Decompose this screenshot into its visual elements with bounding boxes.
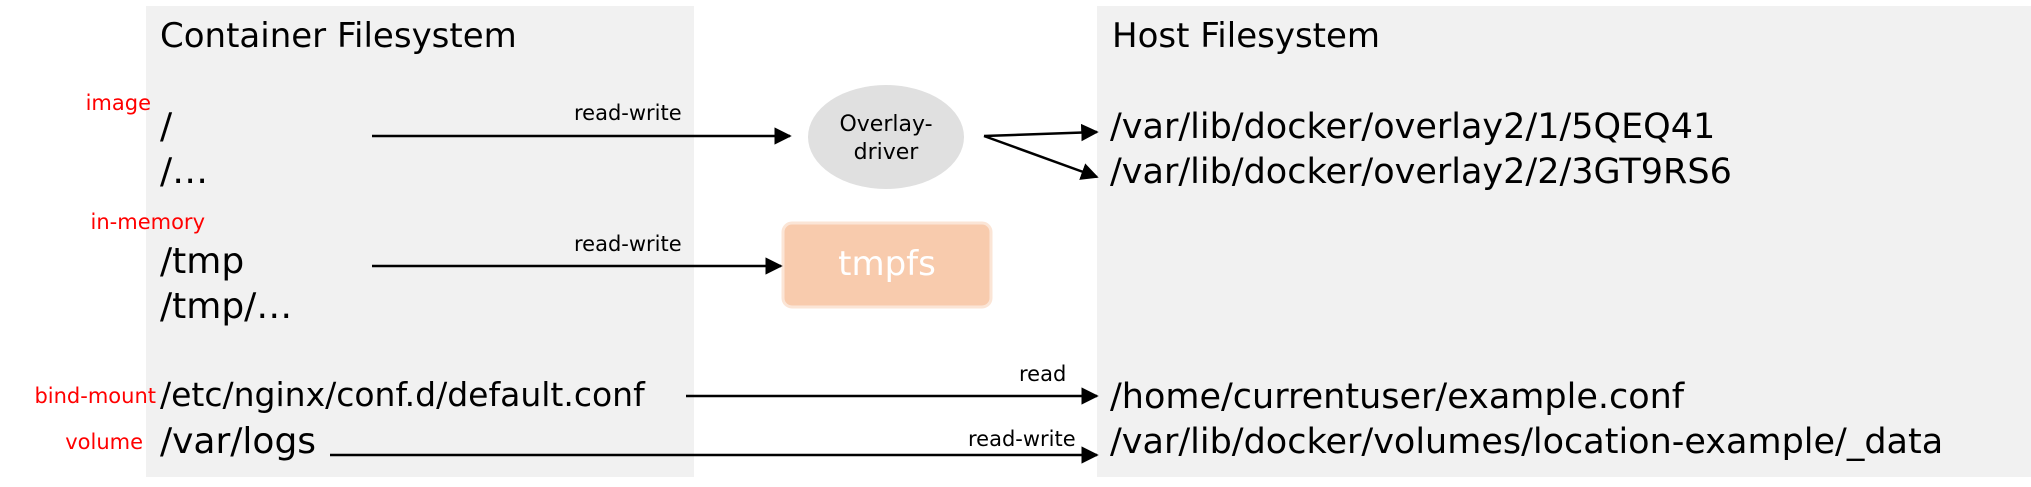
arrow-overlay-to-layer-2	[983, 134, 1099, 180]
host-filesystem-title: Host Filesystem	[1112, 16, 1381, 56]
container-path-tmp-sub: /tmp/…	[160, 286, 293, 327]
container-path-nginx-conf: /etc/nginx/conf.d/default.conf	[160, 375, 645, 414]
overlay-driver-label: Overlay- driver	[808, 111, 964, 167]
edge-label-volume-read-write: read-write	[968, 427, 1076, 451]
container-path-root-sub: /…	[160, 151, 209, 192]
host-path-example-conf: /home/currentuser/example.conf	[1110, 377, 1685, 417]
edge-label-tmp-read-write: read-write	[574, 232, 682, 256]
container-path-var-logs: /var/logs	[160, 421, 317, 462]
edge-label-bind-read: read	[1019, 362, 1067, 386]
container-path-tmp: /tmp	[160, 241, 245, 282]
category-label-bind-mount: bind-mount	[34, 384, 156, 408]
overlay-driver-label-line1: Overlay-	[839, 112, 933, 137]
container-filesystem-title: Container Filesystem	[160, 16, 517, 56]
host-path-overlay-1: /var/lib/docker/overlay2/1/5QEQ41	[1110, 107, 1716, 147]
tmpfs-label: tmpfs	[838, 244, 936, 284]
category-label-volume: volume	[65, 430, 143, 454]
host-filesystem-panel	[1097, 6, 2031, 477]
host-path-overlay-2: /var/lib/docker/overlay2/2/3GT9RS6	[1110, 152, 1732, 192]
edge-label-image-read-write: read-write	[574, 101, 682, 125]
overlay-driver-label-line2: driver	[853, 140, 919, 165]
container-path-root: /	[160, 106, 173, 147]
arrow-overlay-to-layer-1	[983, 123, 1099, 142]
category-label-in-memory: in-memory	[90, 210, 205, 234]
category-label-image: image	[85, 91, 151, 115]
container-filesystem-panel	[146, 6, 694, 477]
host-path-volume-data: /var/lib/docker/volumes/location-example…	[1110, 422, 1944, 462]
